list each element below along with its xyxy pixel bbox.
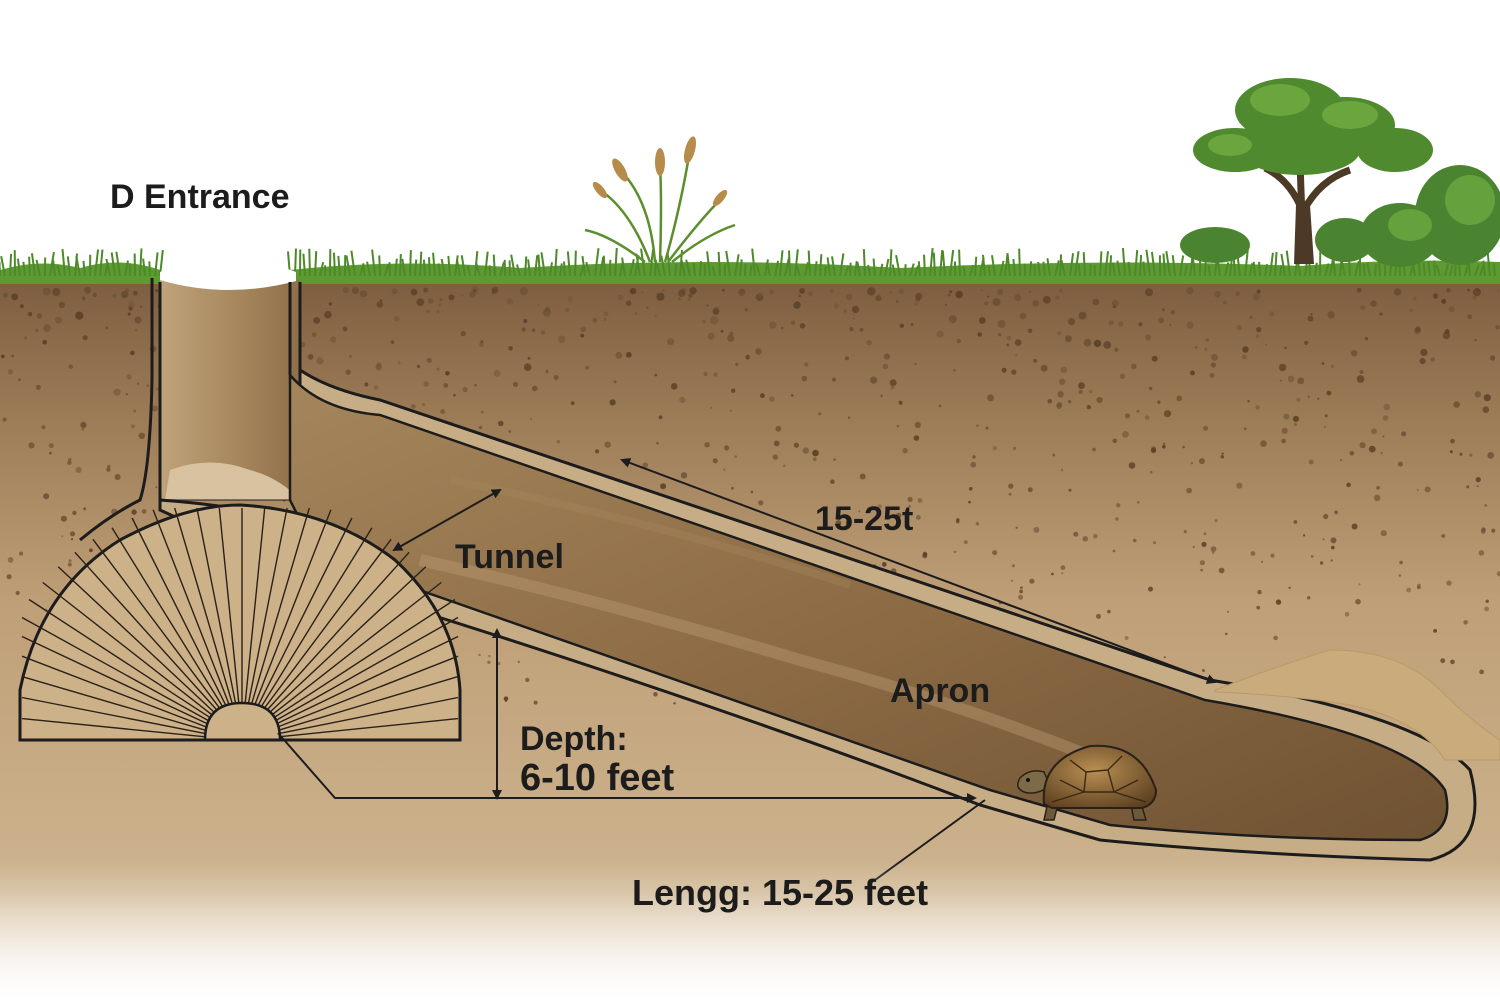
label-length-arrow: 15-25t (815, 500, 913, 538)
label-length: Lengg: 15-25 feet (632, 872, 928, 913)
label-apron: Apron (890, 672, 990, 710)
label-depth-value: 6-10 feet (520, 757, 675, 799)
grass-strip (0, 247, 1500, 284)
tortoise-icon (1017, 744, 1158, 821)
tunnel-width-arrow (392, 489, 502, 551)
depth-reference-line (277, 732, 977, 803)
label-tunnel: Tunnel (455, 538, 564, 576)
bottom-fade (0, 860, 1500, 1000)
reed-plant (584, 136, 736, 263)
tree-icon (1193, 78, 1433, 264)
length-arrow (620, 458, 1217, 684)
entrance-opening (160, 258, 296, 292)
label-entrance: D Entrance (110, 178, 290, 216)
label-depth-title: Depth: (520, 720, 628, 758)
entrance-shaft (79, 278, 302, 542)
fan-cross-section (18, 503, 462, 742)
sand-mound (1214, 649, 1500, 761)
